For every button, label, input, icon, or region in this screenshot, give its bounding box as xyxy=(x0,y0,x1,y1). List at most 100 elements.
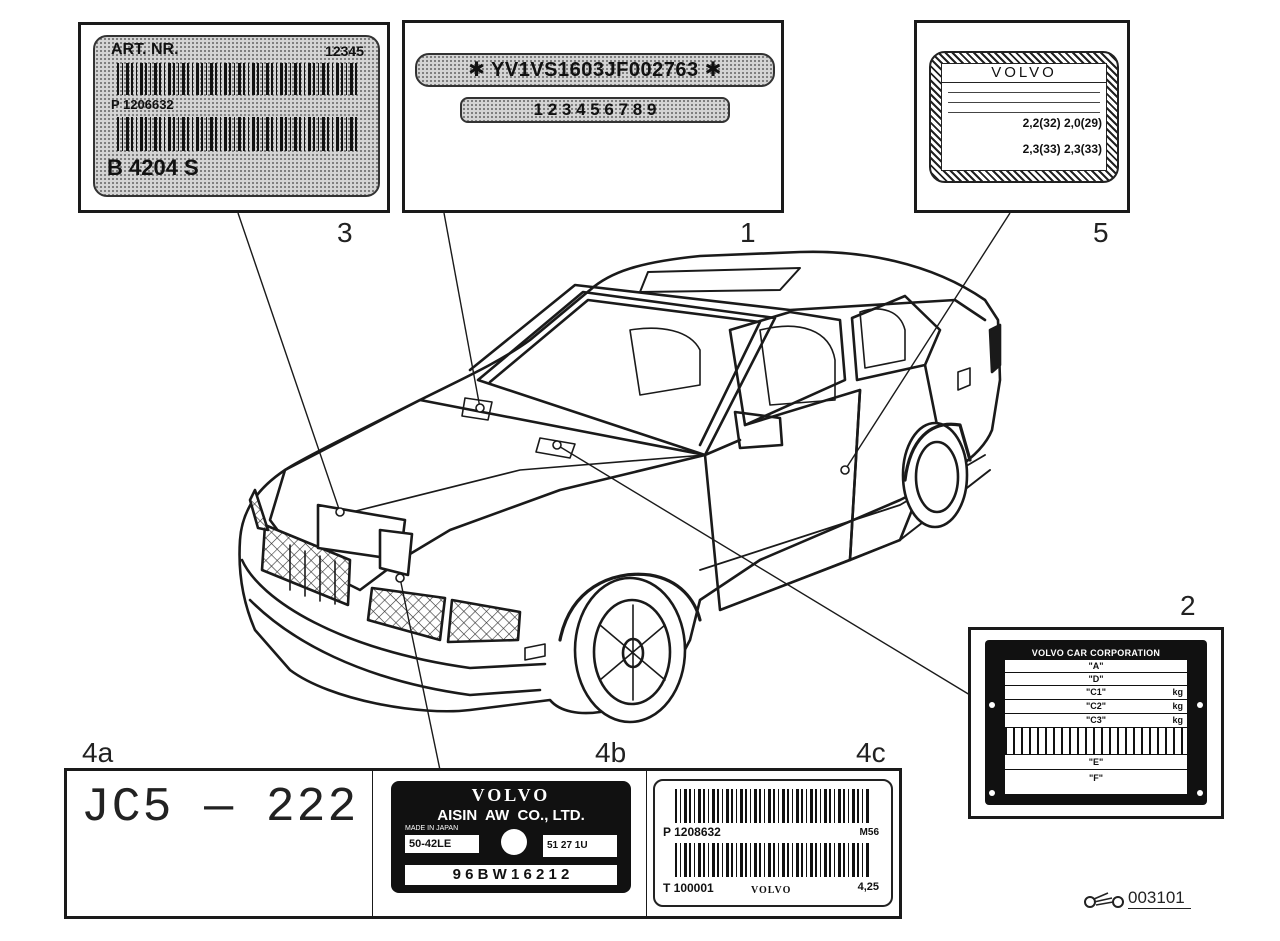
type-approval-plate: VOLVO CAR CORPORATION "A" "D" "C1" kg "C… xyxy=(985,640,1207,805)
tyre-plate-line-2 xyxy=(948,96,1100,103)
engine-plate: ART. NR. 12345 P 1206632 B 4204 S xyxy=(93,35,380,197)
anchor-dot-4b xyxy=(395,573,405,583)
sunroof xyxy=(639,267,801,293)
plate2-c1-unit: kg xyxy=(1172,687,1183,697)
anchor-dot-2 xyxy=(552,440,562,450)
label-frame-4a: JC5 — 222 xyxy=(64,768,375,919)
plate2-bolt-bl xyxy=(989,790,995,796)
car-roof-line xyxy=(468,283,987,372)
windshield-inner xyxy=(488,298,762,447)
front-bumper xyxy=(240,558,547,670)
barcode-bottom xyxy=(117,117,357,151)
gearbox-part-number: P 1208632 xyxy=(663,825,721,839)
plate2-row-a: "A" xyxy=(1005,660,1187,673)
anchor-dot-5 xyxy=(840,465,850,475)
plate2-c3-unit: kg xyxy=(1172,715,1183,725)
rear-seat xyxy=(859,308,906,369)
hood-crease xyxy=(319,454,706,521)
front-rim xyxy=(592,598,672,706)
label-frame-4b: VOLVO AISIN AW CO., LTD. MADE IN JAPAN 5… xyxy=(372,768,648,919)
plate2-row-d: "D" xyxy=(1005,673,1187,686)
turn-indicator xyxy=(524,643,546,661)
gearbox-code: M56 xyxy=(859,827,879,838)
rear-door-window xyxy=(850,294,942,382)
front-spokes xyxy=(599,604,666,701)
trans-plate-model: 50-42LE xyxy=(405,835,479,853)
figure-id-text: 003101 xyxy=(1128,888,1191,909)
gearbox-brand: VOLVO xyxy=(751,885,792,896)
plate2-row-c1: "C1" kg xyxy=(1005,686,1187,700)
car-body-outline xyxy=(238,250,1002,715)
rear-rim xyxy=(914,440,960,514)
plate2-c2-unit: kg xyxy=(1172,701,1183,711)
art-nr-value: 12345 xyxy=(325,43,364,59)
gearbox-ratio: 4,25 xyxy=(857,881,879,893)
plate2-row-c2: "C2" kg xyxy=(1005,700,1187,714)
anchor-dot-3 xyxy=(335,507,345,517)
trans-plate-seal xyxy=(501,829,527,855)
digit-plate: 1 2 3 4 5 6 7 8 9 xyxy=(460,97,730,123)
side-mirror xyxy=(733,410,784,450)
front-seat-right xyxy=(759,325,836,406)
plate2-row-e: "E" xyxy=(1005,755,1187,770)
plate2-c1-label: "C1" xyxy=(1085,687,1107,697)
callout-1: 1 xyxy=(740,217,756,248)
front-door xyxy=(703,388,862,612)
label-frame-2: VOLVO CAR CORPORATION "A" "D" "C1" kg "C… xyxy=(968,627,1224,819)
side-mirror-arm xyxy=(703,438,742,457)
front-door-window xyxy=(728,310,847,427)
leader-line-4b xyxy=(399,577,441,771)
plate2-c3-label: "C3" xyxy=(1085,715,1107,725)
tyre-rear-pressure: 2,3(33) 2,3(33) xyxy=(1022,142,1102,156)
gearbox-barcode-bottom xyxy=(675,843,871,877)
trans-plate-made-in: MADE IN JAPAN xyxy=(405,825,459,832)
grille-slats xyxy=(289,544,336,605)
plate2-row-c3: "C3" kg xyxy=(1005,714,1187,728)
plate2-grid-band xyxy=(1005,728,1187,755)
tyre-front-pressure: 2,2(32) 2,0(29) xyxy=(1022,116,1102,130)
headlight-left xyxy=(366,586,447,642)
callout-4c: 4c xyxy=(856,737,886,768)
trans-plate-maker: AISIN AW CO., LTD. xyxy=(437,807,585,824)
label-frame-3: ART. NR. 12345 P 1206632 B 4204 S xyxy=(78,22,390,213)
plate2-row-f: "F" xyxy=(1088,773,1104,783)
vin-label-patch xyxy=(461,397,493,421)
callout-2: 2 xyxy=(1180,590,1196,621)
art-nr-label: ART. NR. xyxy=(111,41,179,58)
headlight-right xyxy=(446,598,522,644)
plate2-c2-label: "C2" xyxy=(1085,701,1107,711)
rear-wheel-arch xyxy=(903,422,972,482)
front-seat-left xyxy=(629,327,701,396)
part-number: P 1206632 xyxy=(111,97,174,112)
leader-line-2 xyxy=(556,444,971,696)
anchor-dot-1 xyxy=(475,403,485,413)
plate2-bolt-tl xyxy=(989,702,995,708)
trans-plate-brand: VOLVO xyxy=(471,785,551,805)
trans-plate-date: 51 27 1U xyxy=(543,835,617,857)
gearbox-stamp-code: JC5 — 222 xyxy=(81,781,359,835)
trans-plate-serial: 9 6 B W 1 6 2 1 2 xyxy=(405,865,617,885)
tyre-plate-brand: VOLVO xyxy=(942,64,1106,83)
tyre-pressure-inner: VOLVO 2,2(32) 2,0(29) 2,3(33) 2,3(33) xyxy=(941,63,1107,171)
label-frame-5: VOLVO 2,2(32) 2,0(29) 2,3(33) 2,3(33) xyxy=(914,20,1130,213)
vin-plate: ✱ YV1VS1603JF002763 ✱ xyxy=(415,53,775,87)
windshield xyxy=(476,290,777,457)
label-frame-4c: P 1208632 M56 T 100001 VOLVO 4,25 xyxy=(646,768,902,919)
transmission-plate: VOLVO AISIN AW CO., LTD. MADE IN JAPAN 5… xyxy=(391,781,631,893)
plate2-title: VOLVO CAR CORPORATION xyxy=(1005,646,1187,660)
tyre-plate-line-1 xyxy=(948,86,1100,93)
barcode-top xyxy=(117,63,357,95)
callout-5: 5 xyxy=(1093,217,1109,248)
gearbox-barcode-top xyxy=(675,789,871,823)
leader-line-3 xyxy=(237,212,341,513)
rear-light xyxy=(988,323,1002,374)
callout-4a: 4a xyxy=(82,737,114,768)
gearbox-label: P 1208632 M56 T 100001 VOLVO 4,25 xyxy=(653,779,893,907)
label-frame-1: ✱ YV1VS1603JF002763 ✱ 1 2 3 4 5 6 7 8 9 xyxy=(402,20,784,213)
cowl-label-patch xyxy=(535,437,576,459)
plate2-bolt-tr xyxy=(1197,702,1203,708)
tyre-plate-line-3 xyxy=(948,106,1100,113)
leader-line-1 xyxy=(443,212,481,409)
front-wheel-arch xyxy=(558,572,702,642)
